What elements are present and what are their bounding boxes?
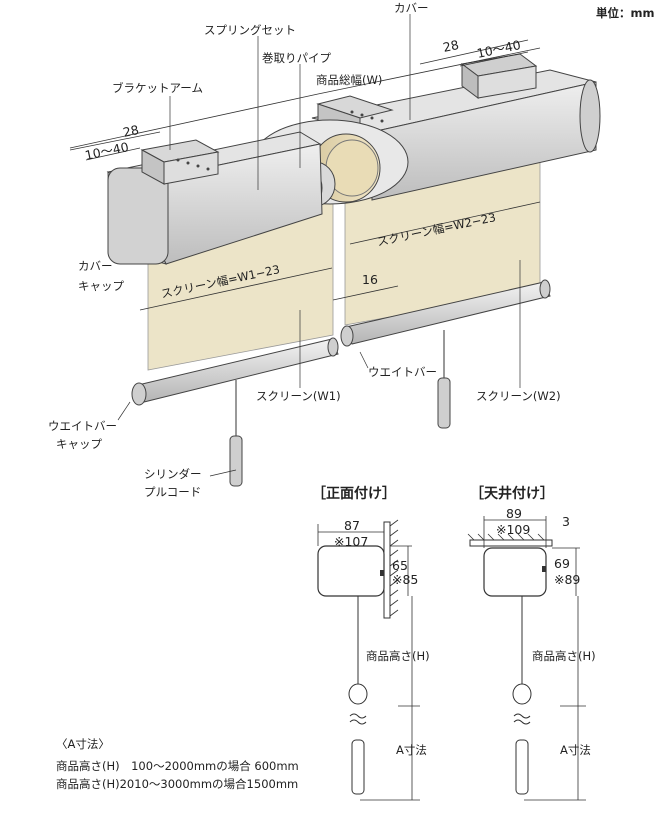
cover-cap (107, 167, 169, 265)
label-total-width: 商品総幅(W) (316, 73, 382, 87)
a-note-line2: 商品高さ(H)2010～3000mmの場合1500mm (56, 777, 298, 791)
label-weight-bar-cap-2: キャップ (56, 437, 102, 451)
ceiling-width: 89 (506, 506, 522, 521)
ceiling-height: 69 (554, 556, 570, 571)
pull-cord-right (437, 330, 451, 429)
label-weight-bar: ウエイトバー (368, 365, 437, 379)
front-width-alt: ※107 (334, 534, 368, 549)
label-cover-cap-1: カバー (78, 259, 113, 273)
dim-left-28: 28 (122, 122, 141, 140)
front-mount-title: ［正面付け］ (312, 485, 396, 502)
label-spring-set: スプリングセット (204, 23, 296, 37)
label-bracket-arm: ブラケットアーム (112, 81, 203, 95)
front-product-height: 商品高さ(H) (366, 649, 430, 663)
unit-label: 単位：mm (596, 6, 654, 20)
ceiling-width-alt: ※109 (496, 522, 530, 537)
front-height: 65 (392, 558, 408, 573)
label-screen-w1: スクリーン(W1) (256, 389, 341, 403)
ceiling-a-dim: A寸法 (560, 743, 591, 757)
leader-lines (117, 14, 521, 477)
label-gap-16: 16 (362, 272, 378, 287)
left-cover (106, 131, 323, 265)
label-cylinder-cord-2: プルコード (144, 485, 201, 499)
weight-bar-right (340, 279, 551, 347)
dim-left-range: 10～40 (84, 139, 131, 163)
label-screen-w2: スクリーン(W2) (476, 389, 561, 403)
a-note-title: 〈A寸法〉 (56, 737, 110, 751)
label-winding-pipe: 巻取りパイプ (262, 51, 331, 65)
ceiling-mount-title: ［天井付け］ (470, 485, 554, 502)
label-cover: カバー (394, 1, 429, 15)
ceiling-product-height: 商品高さ(H) (532, 649, 596, 663)
label-cylinder-cord-1: シリンダー (144, 467, 202, 481)
label-cover-cap-2: キャップ (78, 279, 124, 293)
dim-lines-top (69, 39, 541, 311)
dim-right-28: 28 (442, 37, 461, 55)
label-weight-bar-cap-1: ウエイトバー (48, 419, 117, 433)
front-height-alt: ※85 (392, 572, 418, 587)
front-a-dim: A寸法 (396, 743, 427, 757)
ceiling-height-alt: ※89 (554, 572, 580, 587)
ceiling-offset: 3 (562, 514, 570, 529)
a-note-line1: 商品高さ(H) 100～2000mmの場合 600mm (56, 759, 299, 773)
pull-cord-left (229, 380, 243, 487)
front-mount-view: ［正面付け］ 87 ※107 65 ※85 商品高さ(H) A寸法 (312, 485, 430, 801)
weight-bar-left (131, 337, 339, 406)
front-width: 87 (344, 518, 360, 533)
ceiling-mount-view: ［天井付け］ 89 ※109 3 69 ※89 商品高さ(H) A寸法 (467, 485, 596, 801)
